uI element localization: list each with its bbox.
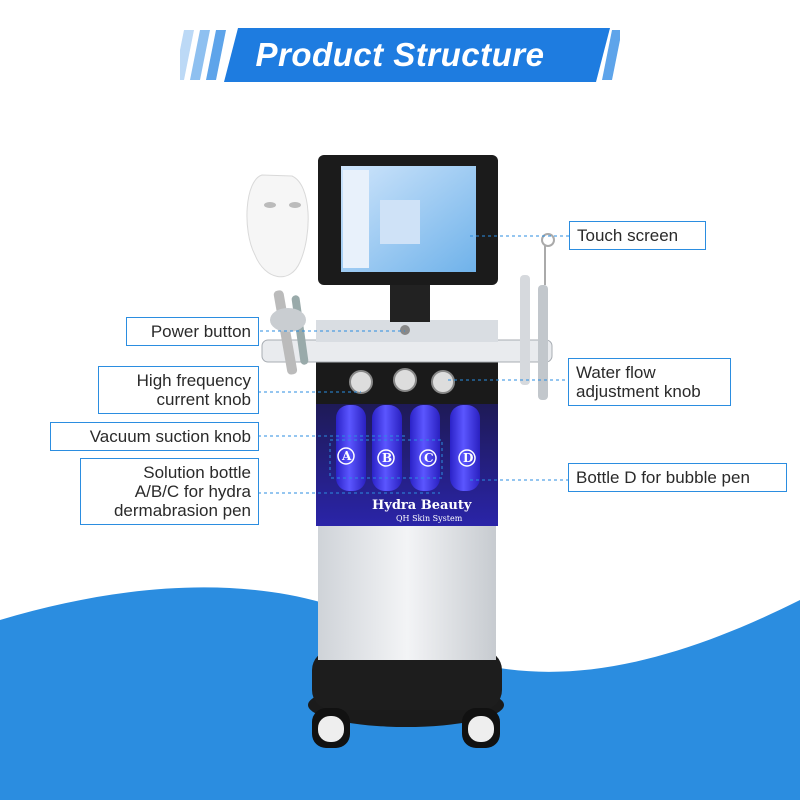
bottle bbox=[336, 405, 366, 491]
bottle bbox=[450, 405, 480, 491]
title-banner: Product Structure bbox=[180, 28, 620, 82]
power-button-text: Power button bbox=[150, 322, 251, 341]
high-frequency-text-line1: High frequency bbox=[136, 371, 251, 390]
led-face-mask bbox=[246, 174, 309, 278]
bottle-label-b: B bbox=[382, 451, 393, 465]
brand-name: Hydra Beauty bbox=[372, 498, 472, 513]
high-frequency-label: High frequency current knob bbox=[98, 366, 259, 414]
water-flow-label: Water flow adjustment knob bbox=[568, 358, 731, 406]
high-frequency-knob bbox=[349, 370, 373, 394]
bottle-label-d: D bbox=[463, 451, 474, 465]
bottle bbox=[372, 405, 402, 491]
vacuum-text: Vacuum suction knob bbox=[89, 427, 251, 446]
machine-lower-body bbox=[318, 520, 496, 660]
bottle-row bbox=[336, 405, 480, 491]
touch-screen-label: Touch screen bbox=[569, 221, 706, 250]
bottle-label-a: A bbox=[342, 449, 352, 463]
bottle-label-c: C bbox=[424, 451, 434, 465]
water-flow-text-line2: adjustment knob bbox=[576, 382, 701, 401]
solution-text-line1: Solution bottle bbox=[143, 463, 251, 482]
bottle-d-text: Bottle D for bubble pen bbox=[576, 468, 750, 487]
water-flow-text-line1: Water flow bbox=[576, 363, 656, 382]
water-flow-knob bbox=[431, 370, 455, 394]
page-title: Product Structure bbox=[255, 36, 545, 73]
power-button-shape bbox=[400, 325, 410, 335]
touch-screen-text: Touch screen bbox=[577, 226, 679, 245]
vacuum-knob bbox=[393, 368, 417, 392]
solution-bottle-label: Solution bottle A/B/C for hydra dermabra… bbox=[80, 458, 259, 525]
bottle bbox=[410, 405, 440, 491]
bottle-d-label: Bottle D for bubble pen bbox=[568, 463, 787, 492]
vacuum-label: Vacuum suction knob bbox=[50, 422, 259, 451]
power-button-label: Power button bbox=[126, 317, 259, 346]
connector-lines bbox=[258, 235, 570, 494]
brand-subtitle: QH Skin System bbox=[396, 514, 463, 523]
solution-text-line2: A/B/C for hydra bbox=[134, 482, 251, 501]
high-frequency-text-line2: current knob bbox=[156, 390, 252, 409]
solution-text-line3: dermabrasion pen bbox=[113, 501, 251, 520]
